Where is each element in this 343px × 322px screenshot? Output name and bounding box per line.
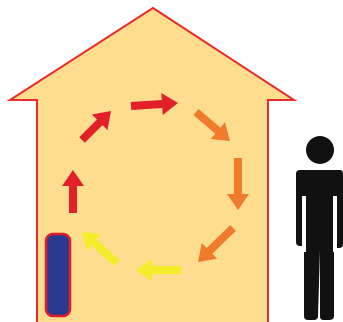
person-arm-gap-left [302,196,306,252]
radiator [46,234,70,316]
person-head [306,136,334,164]
person-arm-gap-right [333,196,337,252]
